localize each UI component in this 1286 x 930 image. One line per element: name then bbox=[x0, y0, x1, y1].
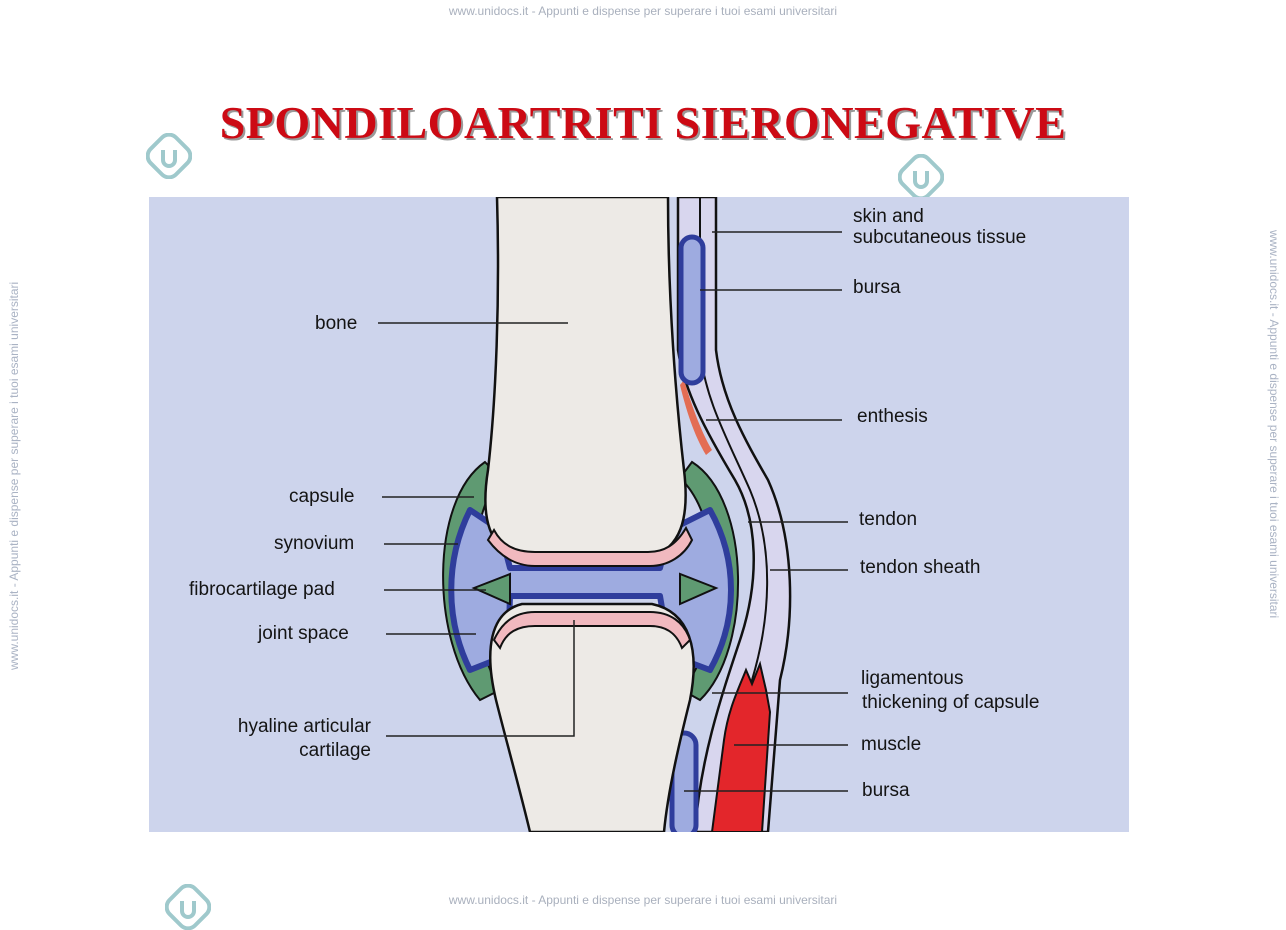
page-title: SPONDILOARTRITI SIERONEGATIVE bbox=[219, 97, 1067, 148]
unidocs-logo-icon bbox=[165, 884, 211, 930]
label-fibrocartilage-pad: fibrocartilage pad bbox=[189, 579, 335, 600]
label-skin-and: skin and bbox=[853, 206, 924, 227]
bone-upper bbox=[484, 197, 687, 560]
watermark-top: www.unidocs.it - Appunti e dispense per … bbox=[448, 4, 838, 18]
label-synovium: synovium bbox=[274, 533, 355, 554]
fibrocartilage-pad-left bbox=[471, 572, 511, 606]
label-ligamentous: ligamentous bbox=[861, 668, 964, 689]
bursa-top bbox=[678, 234, 706, 386]
watermark-left: www.unidocs.it - Appunti e dispense per … bbox=[7, 281, 21, 670]
tendon-line bbox=[699, 197, 769, 832]
cartilage-lower bbox=[492, 611, 692, 651]
label-bursa-bottom: bursa bbox=[862, 780, 910, 801]
label-thickening-of-capsule: thickening of capsule bbox=[862, 692, 1040, 713]
watermark-bottom: www.unidocs.it - Appunti e dispense per … bbox=[448, 893, 838, 907]
fibrocartilage-pad-right bbox=[679, 572, 719, 606]
unidocs-logo-icon bbox=[146, 133, 192, 179]
label-joint-space: joint space bbox=[258, 623, 349, 644]
cartilage-upper bbox=[486, 525, 694, 567]
joint-cavity bbox=[448, 507, 734, 673]
unidocs-logo-icon bbox=[898, 154, 944, 200]
label-bursa-top: bursa bbox=[853, 277, 901, 298]
label-capsule: capsule bbox=[289, 486, 355, 507]
muscle bbox=[710, 660, 772, 832]
label-muscle: muscle bbox=[861, 734, 922, 755]
label-subcutaneous-tissue: subcutaneous tissue bbox=[853, 227, 1027, 248]
joint-illustration bbox=[378, 197, 848, 832]
label-hyaline-articular: hyaline articular bbox=[237, 716, 371, 737]
label-tendon-sheath: tendon sheath bbox=[860, 557, 981, 578]
label-hyaline-cartilage: cartilage bbox=[299, 740, 371, 761]
joint-diagram: bone capsule synovium fibrocartilage pad… bbox=[149, 197, 1129, 832]
label-enthesis: enthesis bbox=[857, 406, 928, 427]
watermark-right: www.unidocs.it - Appunti e dispense per … bbox=[1267, 230, 1281, 619]
label-bone: bone bbox=[315, 313, 358, 334]
enthesis-area bbox=[680, 380, 712, 455]
label-tendon: tendon bbox=[859, 509, 918, 530]
bone-lower bbox=[489, 602, 695, 832]
